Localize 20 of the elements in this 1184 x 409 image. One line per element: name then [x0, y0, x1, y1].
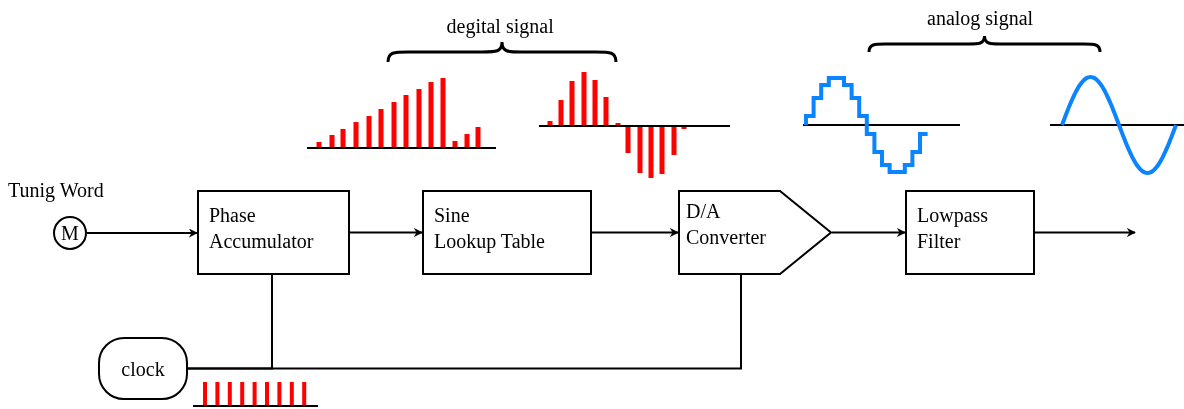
circle-node	[53, 216, 87, 250]
arrow	[591, 228, 679, 237]
arrow	[86, 228, 198, 238]
node-label: Lowpass Filter	[917, 203, 989, 254]
arrow	[349, 228, 423, 237]
node-label: Phase Accumulator	[209, 203, 314, 254]
connector-line	[187, 274, 742, 370]
signal-label: analog signal	[927, 6, 1034, 30]
node-label: M	[61, 221, 79, 246]
rounded-box	[98, 337, 188, 400]
process-box	[905, 190, 1035, 275]
node-label: D/A Converter	[686, 199, 766, 250]
node-caption: Tunig Word	[8, 178, 104, 202]
arrow	[1034, 228, 1136, 237]
node-label: Sine Lookup Table	[434, 203, 545, 254]
arrow	[831, 228, 906, 237]
process-box	[197, 190, 350, 275]
signal-label: degital signal	[446, 14, 554, 38]
process-box	[422, 190, 592, 275]
node-label: clock	[121, 356, 165, 382]
